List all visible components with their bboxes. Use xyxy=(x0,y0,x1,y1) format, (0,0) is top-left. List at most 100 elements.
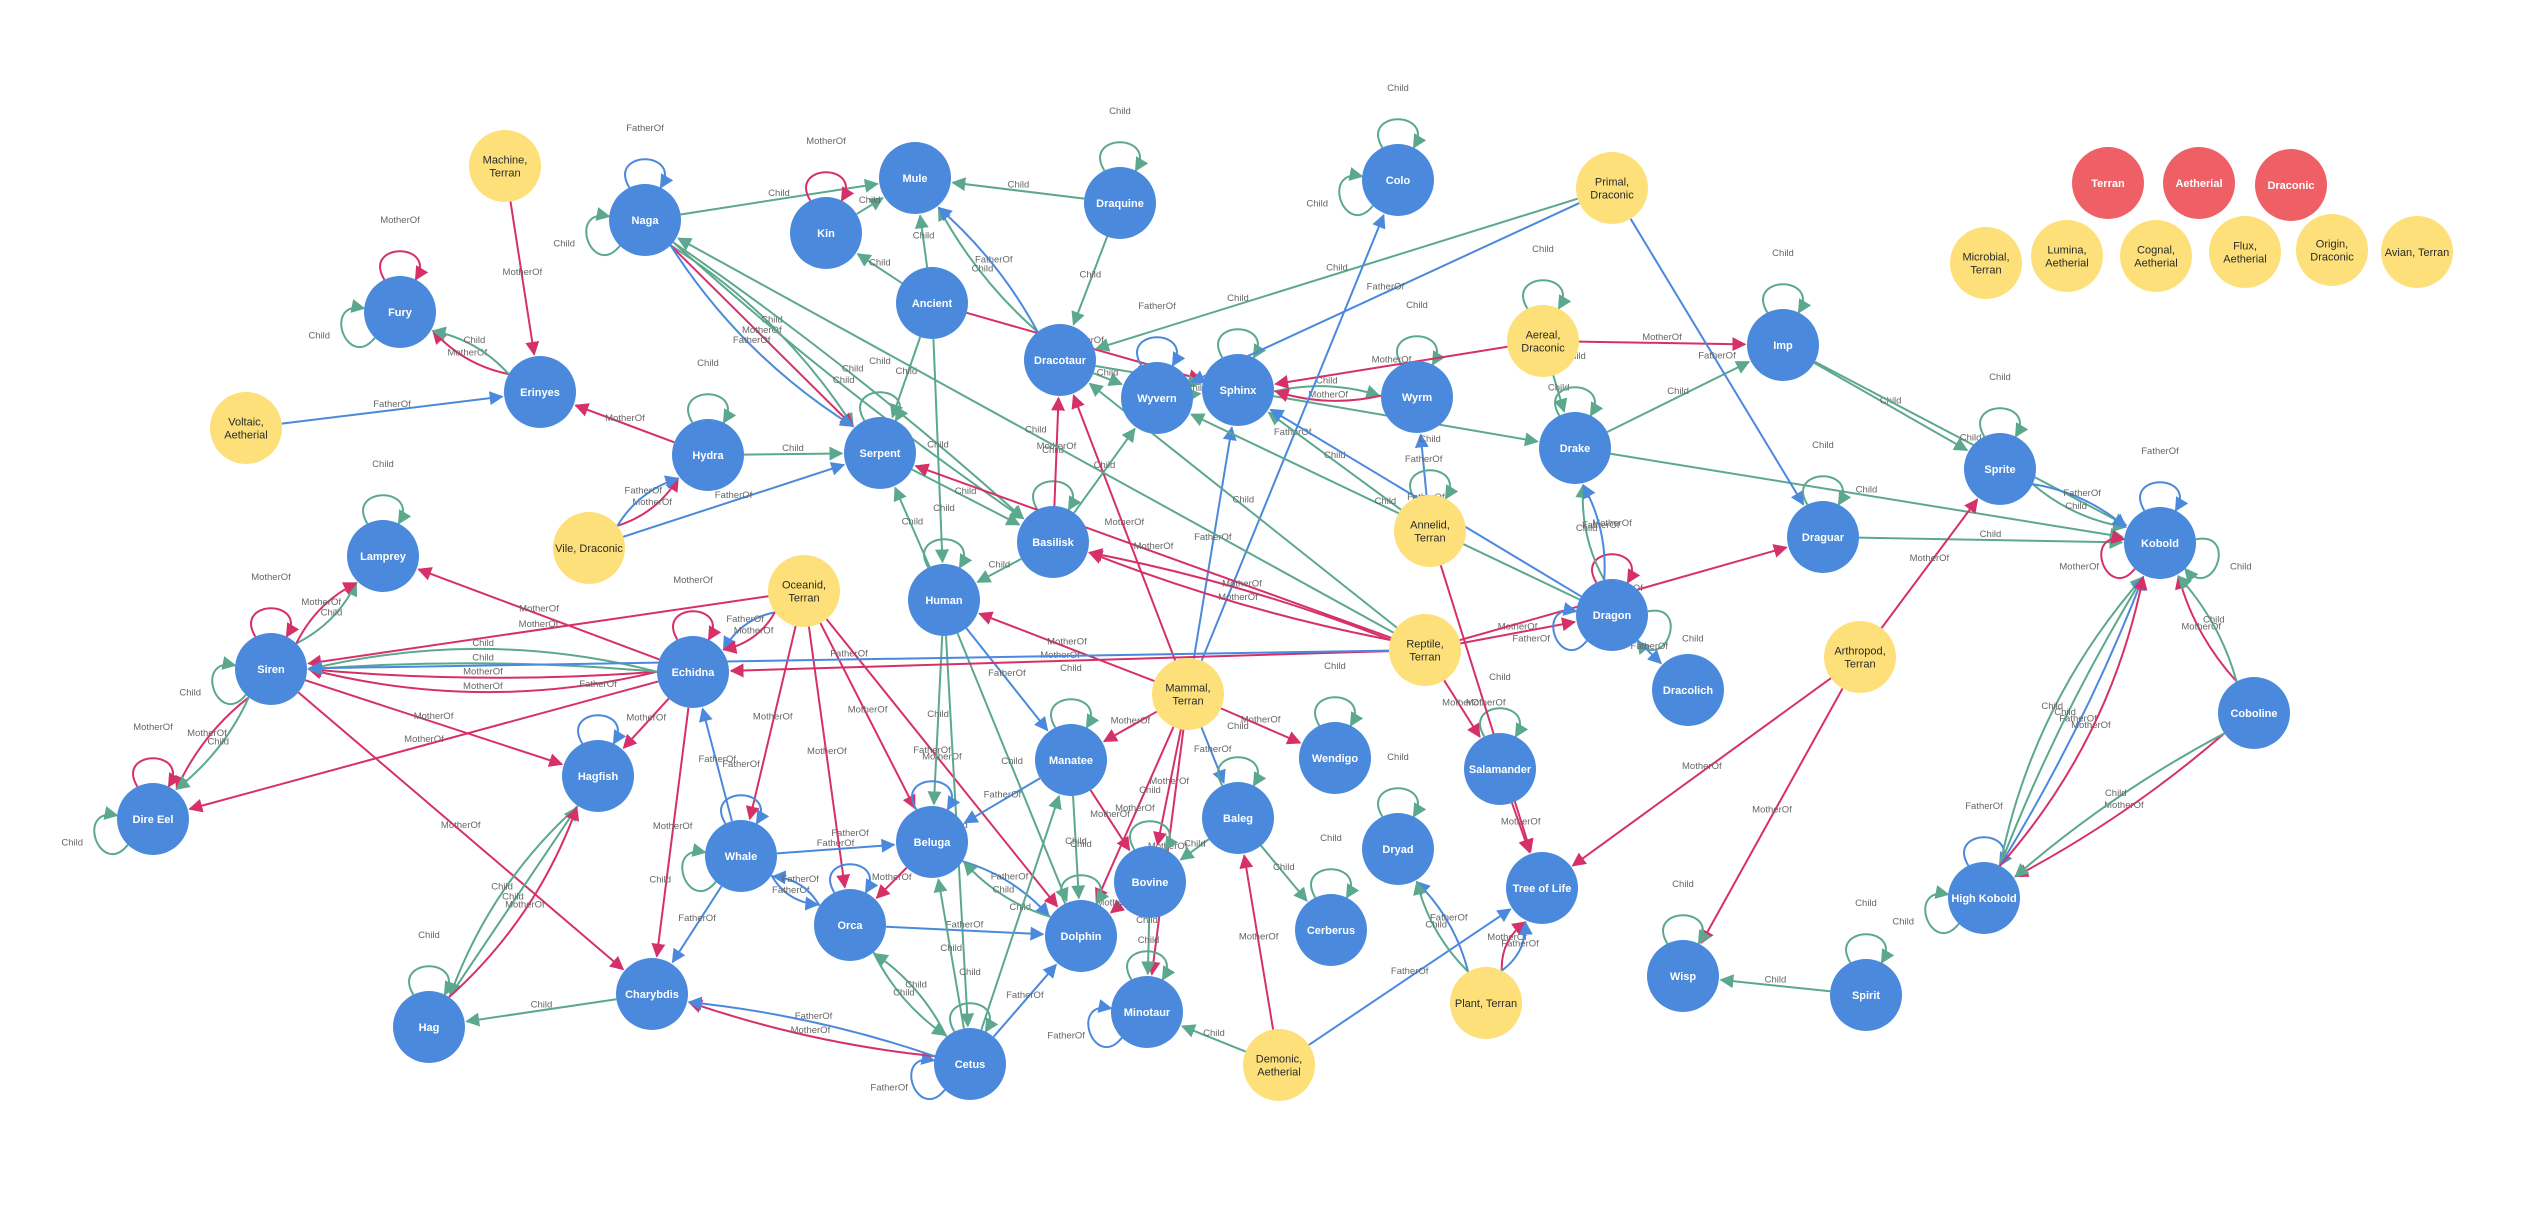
node-arthropodterran[interactable]: Arthropod,Terran xyxy=(1824,621,1896,693)
node-circle[interactable] xyxy=(790,197,862,269)
node-dragon[interactable]: Dragon xyxy=(1576,579,1648,651)
node-human[interactable]: Human xyxy=(908,564,980,636)
node-circle[interactable] xyxy=(1121,362,1193,434)
node-circle[interactable] xyxy=(616,958,688,1030)
node-circle[interactable] xyxy=(1539,412,1611,484)
node-circle[interactable] xyxy=(235,633,307,705)
node-kobold[interactable]: Kobold xyxy=(2124,507,2196,579)
node-circle[interactable] xyxy=(2031,220,2103,292)
node-sprite[interactable]: Sprite xyxy=(1964,433,2036,505)
node-draguar[interactable]: Draguar xyxy=(1787,501,1859,573)
node-highkobold[interactable]: High Kobold xyxy=(1948,862,2020,934)
node-circle[interactable] xyxy=(1964,433,2036,505)
node-kin[interactable]: Kin xyxy=(790,197,862,269)
node-circle[interactable] xyxy=(2296,214,2368,286)
node-hag[interactable]: Hag xyxy=(393,991,465,1063)
node-circle[interactable] xyxy=(1464,733,1536,805)
node-circle[interactable] xyxy=(562,740,634,812)
node-wendigo[interactable]: Wendigo xyxy=(1299,722,1371,794)
node-spirit[interactable]: Spirit xyxy=(1830,959,1902,1031)
node-circle[interactable] xyxy=(1243,1029,1315,1101)
node-circle[interactable] xyxy=(908,564,980,636)
node-avianterran[interactable]: Avian, Terran xyxy=(2381,216,2453,288)
node-cetus[interactable]: Cetus xyxy=(934,1028,1006,1100)
node-circle[interactable] xyxy=(1299,722,1371,794)
node-fluxaetherial[interactable]: Flux,Aetherial xyxy=(2209,216,2281,288)
node-circle[interactable] xyxy=(609,184,681,256)
node-circle[interactable] xyxy=(1506,852,1578,924)
node-circle[interactable] xyxy=(672,419,744,491)
node-circle[interactable] xyxy=(1948,862,2020,934)
node-primaldraconic[interactable]: Primal,Draconic xyxy=(1576,152,1648,224)
node-circle[interactable] xyxy=(2209,216,2281,288)
node-circle[interactable] xyxy=(1389,614,1461,686)
node-circle[interactable] xyxy=(1576,152,1648,224)
node-erinyes[interactable]: Erinyes xyxy=(504,356,576,428)
node-circle[interactable] xyxy=(705,820,777,892)
node-circle[interactable] xyxy=(1824,621,1896,693)
node-naga[interactable]: Naga xyxy=(609,184,681,256)
node-circle[interactable] xyxy=(1114,846,1186,918)
node-dracolich[interactable]: Dracolich xyxy=(1652,654,1724,726)
node-oceanidterran[interactable]: Oceanid,Terran xyxy=(768,555,840,627)
node-microbialterran[interactable]: Microbial,Terran xyxy=(1950,227,2022,299)
node-circle[interactable] xyxy=(896,267,968,339)
node-circle[interactable] xyxy=(1111,976,1183,1048)
node-siren[interactable]: Siren xyxy=(235,633,307,705)
node-circle[interactable] xyxy=(504,356,576,428)
node-bovine[interactable]: Bovine xyxy=(1114,846,1186,918)
node-dolphin[interactable]: Dolphin xyxy=(1045,900,1117,972)
node-manatee[interactable]: Manatee xyxy=(1035,724,1107,796)
node-mule[interactable]: Mule xyxy=(879,142,951,214)
node-ancient[interactable]: Ancient xyxy=(896,267,968,339)
node-circle[interactable] xyxy=(1152,658,1224,730)
node-cognalaetherial[interactable]: Cognal,Aetherial xyxy=(2120,220,2192,292)
node-charybdis[interactable]: Charybdis xyxy=(616,958,688,1030)
node-circle[interactable] xyxy=(2072,147,2144,219)
node-draconic[interactable]: Draconic xyxy=(2255,149,2327,221)
node-circle[interactable] xyxy=(934,1028,1006,1100)
node-luminaaetherial[interactable]: Lumina,Aetherial xyxy=(2031,220,2103,292)
node-circle[interactable] xyxy=(1652,654,1724,726)
node-circle[interactable] xyxy=(1507,305,1579,377)
node-coboline[interactable]: Coboline xyxy=(2218,677,2290,749)
node-hagfish[interactable]: Hagfish xyxy=(562,740,634,812)
node-circle[interactable] xyxy=(844,417,916,489)
node-dryad[interactable]: Dryad xyxy=(1362,813,1434,885)
node-circle[interactable] xyxy=(1024,324,1096,396)
node-circle[interactable] xyxy=(1362,144,1434,216)
node-voltaicaetherial[interactable]: Voltaic,Aetherial xyxy=(210,392,282,464)
node-circle[interactable] xyxy=(2218,677,2290,749)
node-circle[interactable] xyxy=(1202,354,1274,426)
node-circle[interactable] xyxy=(1747,309,1819,381)
node-plantterran[interactable]: Plant, Terran xyxy=(1450,967,1522,1039)
node-annelidterran[interactable]: Annelid,Terran xyxy=(1394,495,1466,567)
node-circle[interactable] xyxy=(1295,894,1367,966)
node-circle[interactable] xyxy=(657,636,729,708)
node-aerealdraconic[interactable]: Aereal,Draconic xyxy=(1507,305,1579,377)
node-whale[interactable]: Whale xyxy=(705,820,777,892)
node-vilidraconic[interactable]: Vile, Draconic xyxy=(553,512,625,584)
node-reptileterran[interactable]: Reptile,Terran xyxy=(1389,614,1461,686)
node-machineterran[interactable]: Machine,Terran xyxy=(469,130,541,202)
node-origindraconic[interactable]: Origin,Draconic xyxy=(2296,214,2368,286)
node-circle[interactable] xyxy=(1950,227,2022,299)
node-circle[interactable] xyxy=(1084,167,1156,239)
node-minotaur[interactable]: Minotaur xyxy=(1111,976,1183,1048)
node-circle[interactable] xyxy=(1394,495,1466,567)
node-circle[interactable] xyxy=(814,889,886,961)
node-circle[interactable] xyxy=(210,392,282,464)
node-sphinx[interactable]: Sphinx xyxy=(1202,354,1274,426)
node-salamander[interactable]: Salamander xyxy=(1464,733,1536,805)
node-circle[interactable] xyxy=(2163,147,2235,219)
node-circle[interactable] xyxy=(896,806,968,878)
node-circle[interactable] xyxy=(469,130,541,202)
node-mammalterran[interactable]: Mammal,Terran xyxy=(1152,658,1224,730)
node-draquine[interactable]: Draquine xyxy=(1084,167,1156,239)
node-echidna[interactable]: Echidna xyxy=(657,636,729,708)
node-circle[interactable] xyxy=(879,142,951,214)
node-drake[interactable]: Drake xyxy=(1539,412,1611,484)
node-circle[interactable] xyxy=(1202,782,1274,854)
node-circle[interactable] xyxy=(1830,959,1902,1031)
node-beluga[interactable]: Beluga xyxy=(896,806,968,878)
